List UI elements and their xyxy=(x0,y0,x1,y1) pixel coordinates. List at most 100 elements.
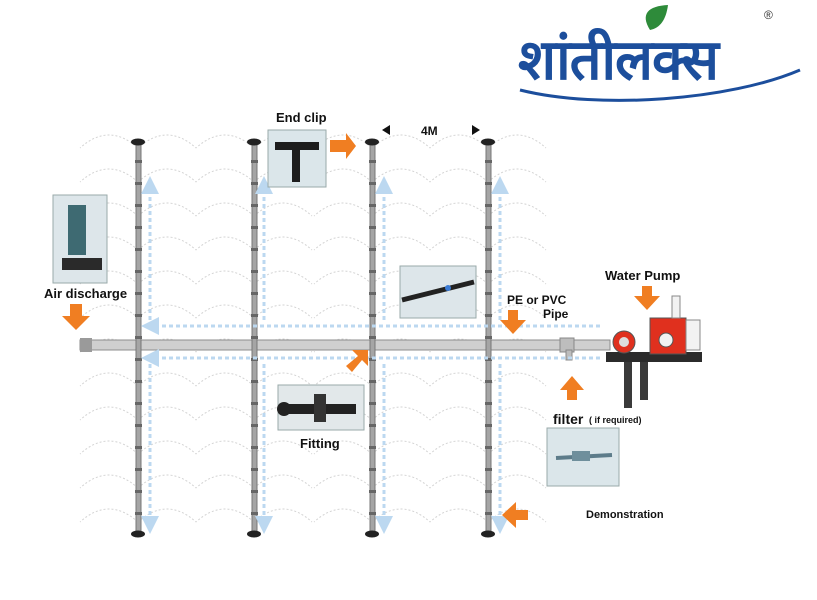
end-cap xyxy=(131,530,145,538)
spray-arc xyxy=(487,168,547,183)
spray-arc xyxy=(253,304,313,319)
spray-arc xyxy=(195,304,255,319)
spray-arc xyxy=(371,338,431,353)
dripper xyxy=(369,204,376,207)
dripper xyxy=(251,402,258,405)
spray-arc xyxy=(137,168,197,183)
spray-arc xyxy=(79,338,139,353)
spray-arc xyxy=(79,236,139,251)
end-cap xyxy=(481,138,495,146)
dripper xyxy=(485,226,492,229)
dripper xyxy=(135,512,142,515)
orange-arrow-icon xyxy=(502,502,528,528)
dripper xyxy=(251,204,258,207)
dripper xyxy=(135,314,142,317)
spray-arc xyxy=(429,440,489,455)
orange-arrow-icon xyxy=(634,286,660,310)
spray-arc xyxy=(195,134,255,149)
air-discharge-photo xyxy=(52,194,108,284)
logo-graphic xyxy=(519,5,801,102)
dripper xyxy=(135,226,142,229)
spray-arc xyxy=(253,338,313,353)
dripper xyxy=(485,248,492,251)
dripper xyxy=(251,270,258,273)
spray-arc xyxy=(79,134,139,149)
spray-arc xyxy=(195,236,255,251)
spray-arc xyxy=(195,168,255,183)
spray-arc xyxy=(371,372,431,387)
dripper xyxy=(251,292,258,295)
air-discharge-label: Air discharge xyxy=(44,286,128,301)
black-arrow-icon xyxy=(472,125,480,135)
spray-arc xyxy=(429,236,489,251)
spray-arc xyxy=(253,440,313,455)
dripper xyxy=(135,270,142,273)
dripper xyxy=(135,402,142,405)
dripper xyxy=(135,204,142,207)
spray-arc xyxy=(79,372,139,387)
dripper xyxy=(485,270,492,273)
pipe-photo xyxy=(399,265,477,319)
spray-arc xyxy=(195,508,255,523)
dripper xyxy=(251,182,258,185)
spray-arc xyxy=(195,372,255,387)
orange-arrow-icon xyxy=(330,133,356,159)
spray-arc xyxy=(195,406,255,421)
shantilux-logo: शांतीलक्स ® xyxy=(518,8,817,108)
dripper xyxy=(485,490,492,493)
spray-arc xyxy=(487,406,547,421)
spray-arc xyxy=(253,508,313,523)
spacing-arrows xyxy=(382,125,480,135)
logo-text: शांतीलक्स xyxy=(518,28,719,93)
spray-arc xyxy=(487,236,547,251)
spray-arc xyxy=(371,508,431,523)
dripper xyxy=(369,314,376,317)
spray-arc xyxy=(137,440,197,455)
fitting-label: Fitting xyxy=(300,436,340,451)
spray-arc xyxy=(253,202,313,217)
spray-arc xyxy=(313,372,373,387)
end-cap xyxy=(247,138,261,146)
end-cap xyxy=(131,138,145,146)
dripper xyxy=(135,160,142,163)
spray-arc xyxy=(195,338,255,353)
dripper xyxy=(485,292,492,295)
dripper xyxy=(135,358,142,361)
dripper xyxy=(251,336,258,339)
spray-arc xyxy=(313,508,373,523)
dripper xyxy=(485,358,492,361)
spray-arc xyxy=(371,202,431,217)
filter-label: filter xyxy=(553,411,584,427)
water-pump-label: Water Pump xyxy=(605,268,681,283)
spray-arc xyxy=(253,270,313,285)
spray-arc xyxy=(487,202,547,217)
spray-arc xyxy=(137,134,197,149)
dripper xyxy=(135,380,142,383)
dripper xyxy=(485,336,492,339)
dripper xyxy=(485,314,492,317)
spray-arc xyxy=(429,474,489,489)
water-flow-arrows xyxy=(141,176,600,534)
pe-pvc-label-1: PE or PVC xyxy=(507,293,567,307)
spray-arc xyxy=(313,440,373,455)
orange-arrow-icon xyxy=(560,376,584,400)
spray-arc xyxy=(313,202,373,217)
dripper xyxy=(369,512,376,515)
dripper xyxy=(369,248,376,251)
spray-arc xyxy=(137,270,197,285)
spray-arc xyxy=(79,202,139,217)
spray-arc xyxy=(371,134,431,149)
end-cap xyxy=(365,138,379,146)
dripper xyxy=(135,248,142,251)
dripper xyxy=(251,512,258,515)
spray-arc xyxy=(429,134,489,149)
pe-pvc-label-2: Pipe xyxy=(543,307,569,321)
pump-icon xyxy=(606,295,702,408)
spray-arc xyxy=(195,202,255,217)
dripper xyxy=(485,380,492,383)
spray-arc xyxy=(253,236,313,251)
spray-arc xyxy=(313,474,373,489)
dripper xyxy=(135,490,142,493)
dripper xyxy=(135,292,142,295)
spray-arc xyxy=(487,134,547,149)
